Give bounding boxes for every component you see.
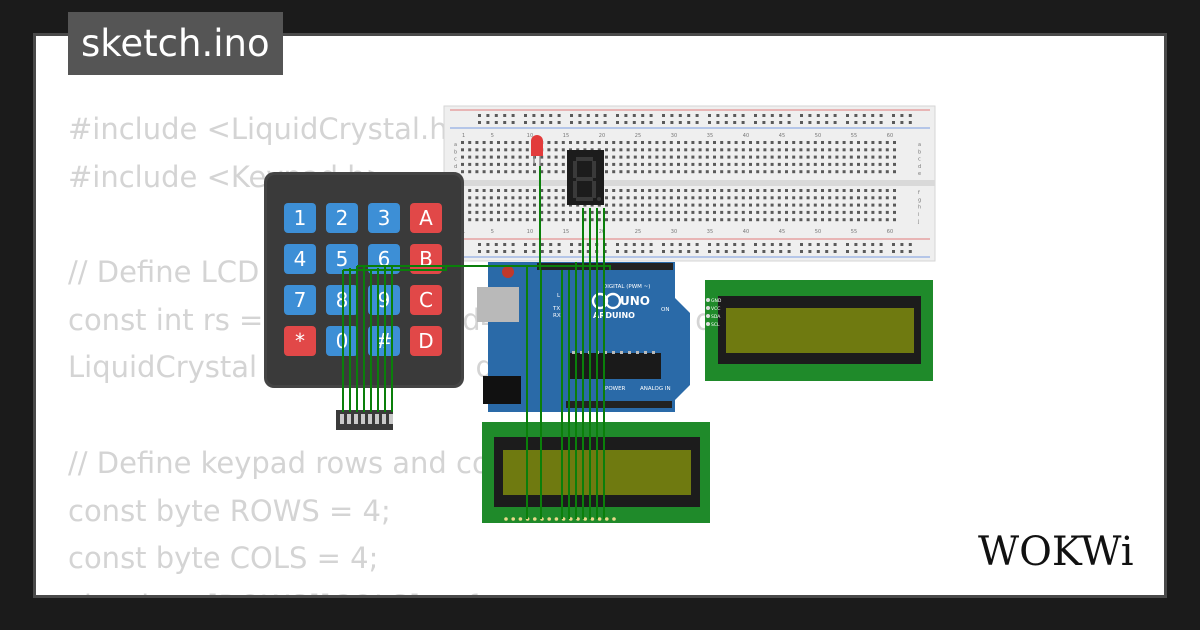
breadboard-row-letter: h — [918, 205, 921, 211]
breadboard-row-letter: g — [918, 197, 921, 203]
breadboard-column-number: 5 — [491, 229, 494, 235]
breadboard-column-number: 5 — [491, 133, 494, 139]
analog-label: ANALOG IN — [640, 386, 671, 392]
keypad-key-label: * — [295, 329, 305, 353]
breadboard-column-number: 10 — [527, 133, 533, 139]
i2c-pin-gnd: GND — [711, 298, 722, 304]
breadboard-column-number: 20 — [599, 133, 605, 139]
keypad-key[interactable]: * — [284, 326, 316, 356]
breadboard-column-numbers: 1155101015152020252530303535404045455050… — [462, 133, 893, 235]
keypad-key[interactable]: A — [410, 203, 442, 233]
breadboard-column-number: 40 — [743, 229, 749, 235]
breadboard-column-number: 15 — [563, 133, 569, 139]
breadboard-column-number: 50 — [815, 229, 821, 235]
i2c-pin-vcc: VCC — [711, 306, 720, 312]
breadboard-column-number: 60 — [887, 133, 893, 139]
code-line: char keys[ROWS][COLS] = { — [68, 583, 919, 595]
keypad-key[interactable]: C — [410, 285, 442, 315]
keypad-key-label: B — [419, 247, 433, 271]
breadboard-row-letter: b — [918, 149, 921, 155]
l-led-label: L — [557, 293, 561, 299]
breadboard-row-letter: c — [918, 157, 921, 163]
code-line: #include <LiquidCrystal.h> — [68, 112, 472, 146]
i2c-pin-scl: SCL — [711, 322, 720, 328]
breadboard-column-number: 35 — [707, 229, 713, 235]
breadboard-row-letter: d — [918, 164, 921, 170]
breadboard-row-letter: a — [454, 142, 457, 148]
arduino-brand-label: ARDUINO — [593, 311, 635, 320]
seven-segment-display[interactable] — [567, 150, 604, 205]
breadboard-column-number: 60 — [887, 229, 893, 235]
keypad-key-label: C — [419, 288, 433, 312]
breadboard-row-letter: d — [454, 164, 457, 170]
breadboard-column-number: 50 — [815, 133, 821, 139]
rx-led-label: RX — [553, 313, 561, 319]
breadboard-column-number: 20 — [599, 229, 605, 235]
keypad-key[interactable]: D — [410, 326, 442, 356]
keypad-key-label: 1 — [294, 206, 307, 230]
board-name-label: UNO — [620, 294, 650, 308]
sketch-filename-tab[interactable]: sketch.ino — [68, 12, 283, 75]
breadboard-holes — [461, 114, 912, 253]
breadboard-column-number: 1 — [462, 133, 465, 139]
i2c-lcd-display[interactable]: GND VCC SDA SCL — [705, 280, 933, 381]
arduino-infinity-logo — [591, 292, 622, 310]
breadboard: 1155101015152020252530303535404045455050… — [443, 105, 936, 262]
breadboard-column-number: 30 — [671, 229, 677, 235]
breadboard-row-letter: a — [918, 142, 921, 148]
breadboard-column-number: 25 — [635, 133, 641, 139]
keypad-key-label: D — [418, 329, 433, 353]
breadboard-column-number: 40 — [743, 133, 749, 139]
breadboard-row-letter: j — [917, 219, 919, 225]
breadboard-row-letter: f — [918, 190, 920, 196]
keypad-key-label: 7 — [294, 288, 307, 312]
breadboard-column-number: 35 — [707, 133, 713, 139]
red-led[interactable] — [531, 135, 543, 166]
breadboard-column-number: 30 — [671, 133, 677, 139]
digital-pins-label: DIGITAL (PWM ~) — [603, 284, 650, 290]
breadboard-column-number: 10 — [527, 229, 533, 235]
wokwi-logo: WOKWi — [978, 529, 1134, 575]
breadboard-column-number: 45 — [779, 133, 785, 139]
i2c-pin-sda: SDA — [711, 314, 721, 320]
keypad-key-label: 3 — [378, 206, 391, 230]
breadboard-column-number: 55 — [851, 229, 857, 235]
tx-led-label: TX — [552, 306, 560, 312]
keypad-key[interactable]: 1 — [284, 203, 316, 233]
power-label: POWER — [605, 386, 626, 392]
keypad-key-label: 5 — [336, 247, 349, 271]
keypad-key-label: 2 — [336, 206, 349, 230]
breadboard-row-letter: e — [918, 171, 921, 177]
keypad-key[interactable]: 7 — [284, 285, 316, 315]
breadboard-row-letter: c — [454, 157, 457, 163]
wires — [342, 166, 611, 519]
breadboard-column-number: 15 — [563, 229, 569, 235]
keypad-key[interactable]: 5 — [326, 244, 358, 274]
keypad-key[interactable]: 4 — [284, 244, 316, 274]
svg-text:WOKWi: WOKWi — [978, 529, 1134, 575]
keypad-key-label: 4 — [294, 247, 307, 271]
keypad-key-label: A — [419, 206, 433, 230]
breadboard-column-number: 45 — [779, 229, 785, 235]
breadboard-row-letter: i — [918, 212, 919, 218]
code-line: const byte ROWS = 4; — [68, 493, 391, 528]
on-led-label: ON — [661, 307, 669, 313]
code-line: const byte COLS = 4; — [68, 541, 379, 576]
breadboard-row-letter: b — [454, 149, 457, 155]
breadboard-column-number: 55 — [851, 133, 857, 139]
keypad-key[interactable]: 2 — [326, 203, 358, 233]
breadboard-column-number: 25 — [635, 229, 641, 235]
keypad-key[interactable]: 3 — [368, 203, 400, 233]
